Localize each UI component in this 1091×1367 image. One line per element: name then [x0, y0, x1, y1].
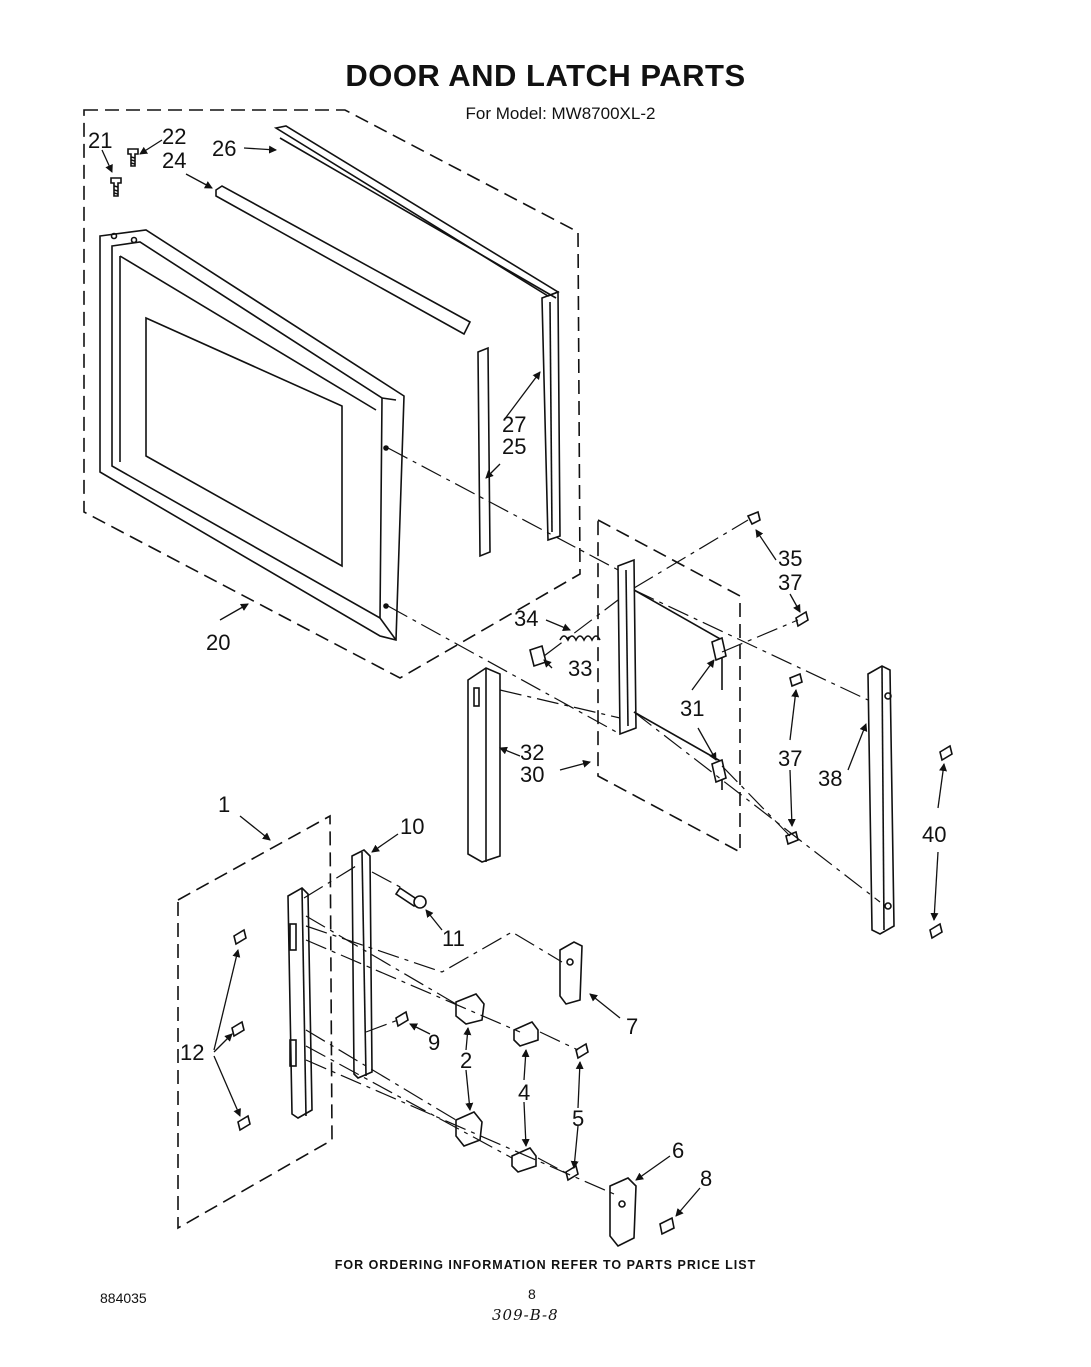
- bracket-part-10: [351, 849, 373, 1079]
- door-group-boundary: [83, 109, 581, 679]
- screw-part-9: [395, 1010, 409, 1028]
- screw-part-12-mid: [231, 1020, 245, 1038]
- callout-40: 40: [922, 822, 946, 847]
- screw-part-40-upper: [939, 744, 953, 762]
- callout-25: 25: [502, 434, 526, 459]
- callout-labels: 21 22 24 26 20 27 25 35 37 34 33 31 37 3…: [88, 124, 946, 1191]
- gasket-strip-part-24: [215, 185, 472, 336]
- screw-part-37-upper: [795, 610, 809, 628]
- callout-12: 12: [180, 1040, 204, 1065]
- screw-part-12-top: [233, 928, 247, 946]
- screw-part-12-bottom: [237, 1114, 251, 1132]
- screw-part-8: [659, 1216, 675, 1236]
- page-number: 8: [528, 1286, 536, 1302]
- callout-9: 9: [428, 1030, 440, 1055]
- handle-part-32: [467, 667, 501, 863]
- callout-24: 24: [162, 148, 186, 173]
- screw-part-11: [394, 886, 427, 909]
- actuator-part-2-upper: [455, 993, 485, 1025]
- callout-26: 26: [212, 136, 236, 161]
- callout-33: 33: [568, 656, 592, 681]
- screw-part-21: [110, 177, 122, 197]
- document-number: 884035: [100, 1290, 147, 1306]
- switch-7-connector-line: [305, 925, 563, 973]
- latch-bracket-part-1: [287, 887, 313, 1119]
- callout-6: 6: [672, 1138, 684, 1163]
- callout-37-lower: 37: [778, 746, 802, 771]
- handwritten-code: 309-B-8: [492, 1306, 559, 1324]
- leader-arrows: [101, 139, 948, 1217]
- callout-27: 27: [502, 412, 526, 437]
- door-frame-part-20: [99, 229, 405, 642]
- callout-34: 34: [514, 606, 538, 631]
- callout-10: 10: [400, 814, 424, 839]
- callout-4: 4: [518, 1080, 530, 1105]
- screw-part-37-mid: [789, 672, 803, 688]
- gasket-part-27: [541, 290, 561, 542]
- callout-11: 11: [442, 926, 465, 951]
- alignment-lines-lower: [303, 865, 615, 1195]
- latch-part-31: [711, 636, 727, 784]
- callout-37-upper: 37: [778, 570, 802, 595]
- callout-8: 8: [700, 1166, 712, 1191]
- switch-part-4-upper: [513, 1021, 539, 1047]
- callout-20: 20: [206, 630, 230, 655]
- callout-2: 2: [460, 1048, 472, 1073]
- side-strip-part-25: [477, 346, 491, 558]
- screw-part-40-lower: [929, 922, 943, 940]
- callout-38: 38: [818, 766, 842, 791]
- callout-21: 21: [88, 128, 112, 153]
- model-subtitle: For Model: MW8700XL-2: [465, 104, 656, 123]
- latch-button-part-33: [529, 644, 547, 668]
- gasket-part-26: [273, 125, 560, 299]
- ordering-info-note: FOR ORDERING INFORMATION REFER TO PARTS …: [334, 1258, 757, 1272]
- spring-part-34: [559, 635, 601, 642]
- diagram-title: DOOR AND LATCH PARTS: [345, 58, 746, 93]
- callout-32: 32: [520, 740, 544, 765]
- screw-part-5-upper: [575, 1042, 589, 1060]
- callout-31: 31: [680, 696, 704, 721]
- callout-22: 22: [162, 124, 186, 149]
- switch-part-6: [609, 1177, 637, 1248]
- screw-part-35: [746, 510, 761, 526]
- callout-7: 7: [626, 1014, 638, 1039]
- latch-assembly-group-boundary: [177, 814, 333, 1230]
- switch-part-4-lower: [511, 1147, 537, 1173]
- trim-part-38: [867, 665, 895, 935]
- callout-30: 30: [520, 762, 544, 787]
- callout-35: 35: [778, 546, 802, 571]
- switch-part-7: [559, 941, 583, 1005]
- callout-5: 5: [572, 1106, 584, 1131]
- actuator-part-2-lower: [455, 1111, 483, 1147]
- callout-1: 1: [218, 792, 230, 817]
- screw-part-22: [127, 148, 139, 167]
- latch-plate-group-boundary: [597, 518, 741, 854]
- alignment-lines-upper: [387, 447, 881, 903]
- latch-plate-part-30: [617, 558, 723, 790]
